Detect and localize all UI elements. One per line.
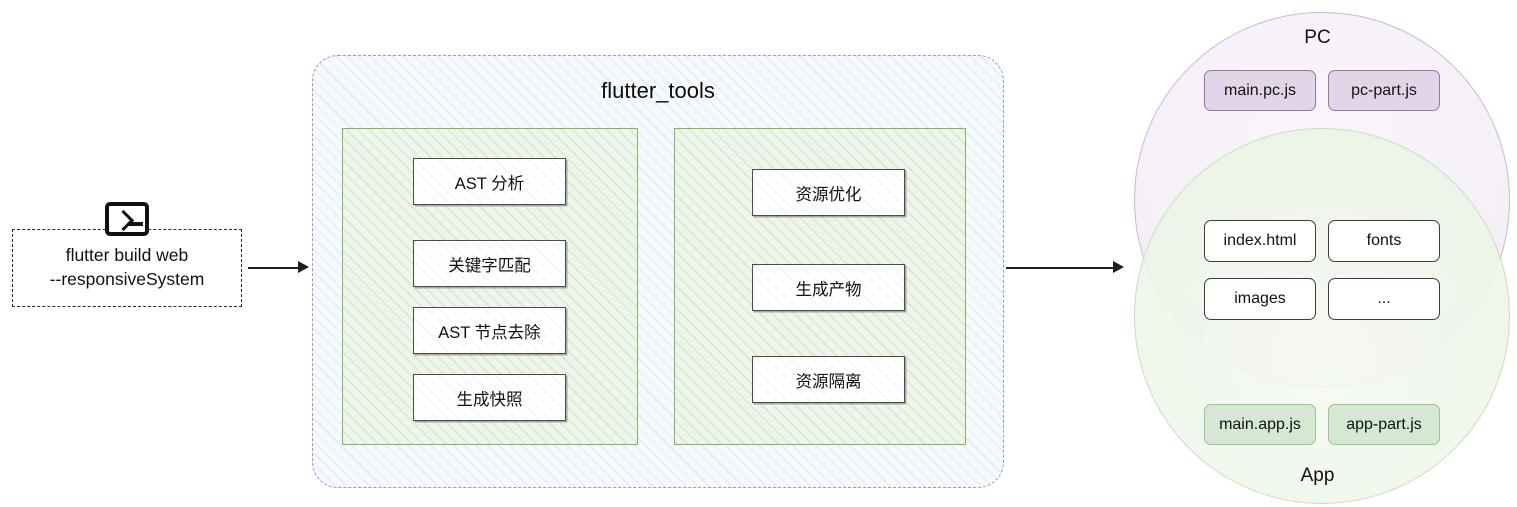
venn-label-pc: PC (1304, 27, 1331, 48)
step-label: 生成快照 (456, 390, 523, 409)
tag-label: app-part.js (1346, 415, 1422, 433)
step-label: 关键字匹配 (448, 256, 531, 275)
step-label: AST 分析 (454, 174, 525, 193)
step-label: 资源优化 (795, 185, 862, 204)
terminal-icon (105, 202, 149, 236)
tag-main-app-js: main.app.js (1204, 404, 1316, 445)
step-resource-optimization: 资源优化 (752, 169, 905, 216)
tag-fonts: fonts (1328, 220, 1440, 262)
step-label: AST 节点去除 (438, 323, 541, 342)
terminal-cursor-glyph (129, 222, 143, 226)
step-ast-analysis: AST 分析 (413, 158, 566, 205)
tag-label: fonts (1366, 232, 1402, 249)
tag-app-part-js: app-part.js (1328, 404, 1440, 445)
arrow-command-to-pipeline-head (298, 261, 309, 273)
step-generate-snapshot: 生成快照 (413, 374, 566, 421)
tag-label: images (1234, 290, 1286, 307)
command-line-2: --responsiveSystem (49, 269, 205, 289)
tag-label: ... (1377, 290, 1391, 307)
step-resource-isolation: 资源隔离 (752, 356, 905, 403)
tag-label: index.html (1223, 232, 1297, 249)
tag-label: main.app.js (1219, 415, 1301, 433)
step-generate-artifacts: 生成产物 (752, 264, 905, 311)
tag-pc-part-js: pc-part.js (1328, 70, 1440, 111)
step-label: 资源隔离 (795, 372, 862, 391)
tag-main-pc-js: main.pc.js (1204, 70, 1316, 111)
tag-label: main.pc.js (1223, 81, 1297, 99)
step-ast-node-removal: AST 节点去除 (413, 307, 566, 354)
venn-label-app: App (1300, 465, 1335, 486)
terminal-chevron-glyph (112, 209, 135, 232)
arrow-command-to-pipeline-line (248, 267, 300, 269)
command-line-1: flutter build web (65, 245, 189, 266)
tag-index-html: index.html (1204, 220, 1316, 262)
tag-ellipsis: ... (1328, 278, 1440, 320)
venn-circle-app (1134, 128, 1510, 504)
tag-images: images (1204, 278, 1316, 320)
step-label: 生成产物 (795, 280, 862, 299)
step-keyword-match: 关键字匹配 (413, 240, 566, 287)
command-node: flutter build web --responsiveSystem (12, 229, 242, 307)
output-venn-panel: PC App main.pc.js pc-part.js index.html … (1118, 0, 1517, 507)
arrow-pipeline-to-output-line (1006, 267, 1116, 269)
tag-label: pc-part.js (1351, 81, 1417, 99)
arrow-pipeline-to-output-head (1113, 261, 1124, 273)
flutter-tools-title: flutter_tools (601, 78, 715, 103)
